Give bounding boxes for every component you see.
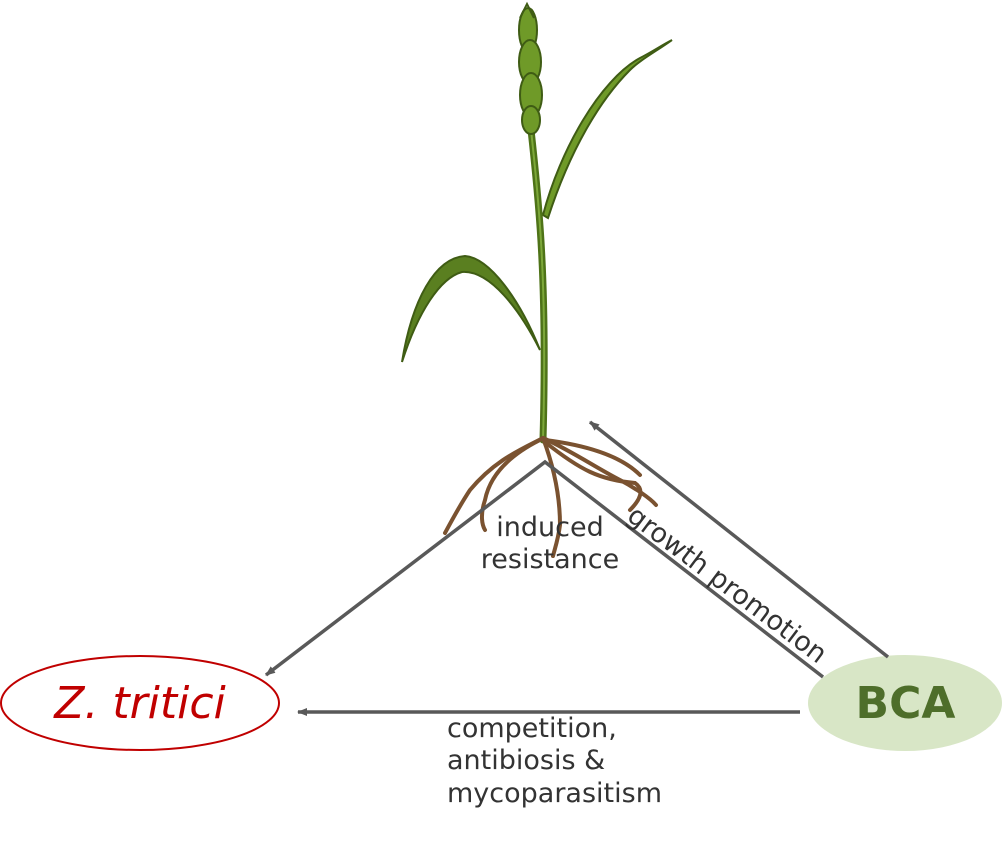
competition-line-3: mycoparasitism (447, 777, 662, 809)
bca-node-label: BCA (855, 677, 956, 729)
bca-node-shape (808, 655, 1002, 751)
induced-resistance-label: induced resistance (470, 512, 630, 577)
induced-resistance-line-2: resistance (480, 544, 620, 576)
stem-highlight (529, 119, 546, 441)
competition-line-2: antibiosis & (447, 745, 606, 777)
leaf-lower-left (401, 254, 541, 363)
growth-promotion-arrow (588, 420, 890, 659)
leaf-upper-right (541, 39, 673, 220)
competition-line-1: competition, (447, 713, 617, 744)
induced-resistance-arrow (264, 459, 825, 679)
competition-label: competition, antibiosis & mycoparasitism (447, 713, 662, 810)
induced-resistance-line-1: induced (496, 512, 604, 543)
roots (443, 436, 658, 558)
wheat-plant-icon (401, 1, 673, 558)
pathogen-node-label: Z. tritici (54, 677, 226, 729)
wheat-ear (518, 1, 543, 135)
pathogen-node-shape (0, 655, 280, 751)
